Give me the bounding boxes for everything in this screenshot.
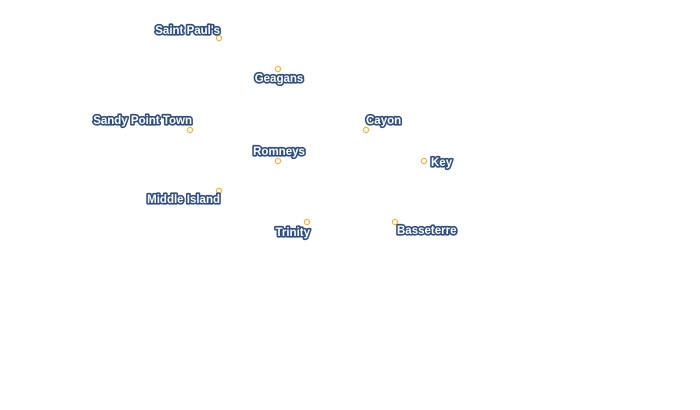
place-marker[interactable] xyxy=(186,126,194,134)
place-key[interactable]: Key xyxy=(420,155,454,171)
place-label: Romneys xyxy=(253,146,305,158)
place-label: Saint Paul's xyxy=(155,25,220,37)
place-label: Middle Island xyxy=(147,194,220,206)
place-geagans[interactable]: Geagans xyxy=(253,65,305,87)
place-label: Key xyxy=(431,157,453,169)
place-marker[interactable] xyxy=(362,126,370,134)
place-marker[interactable] xyxy=(274,65,282,73)
place-label: Trinity xyxy=(275,227,310,239)
place-marker[interactable] xyxy=(215,187,223,195)
place-marker[interactable] xyxy=(274,157,282,165)
place-cayon[interactable]: Cayon xyxy=(362,113,403,134)
place-basseterre[interactable]: Basseterre xyxy=(391,218,458,239)
place-label: Basseterre xyxy=(397,225,456,237)
place-romneys[interactable]: Romneys xyxy=(252,144,306,165)
place-marker[interactable] xyxy=(420,157,428,165)
place-middle-island[interactable]: Middle Island xyxy=(146,187,223,208)
place-label: Sandy Point Town xyxy=(93,115,192,127)
place-marker[interactable] xyxy=(391,218,399,226)
place-sandy-point-town[interactable]: Sandy Point Town xyxy=(92,113,194,134)
place-marker[interactable] xyxy=(303,218,311,226)
place-label: Cayon xyxy=(366,115,401,127)
place-saint-pauls[interactable]: Saint Paul's xyxy=(154,23,223,42)
place-label: Geagans xyxy=(255,73,304,85)
place-trinity[interactable]: Trinity xyxy=(274,218,312,241)
place-marker[interactable] xyxy=(215,34,223,42)
